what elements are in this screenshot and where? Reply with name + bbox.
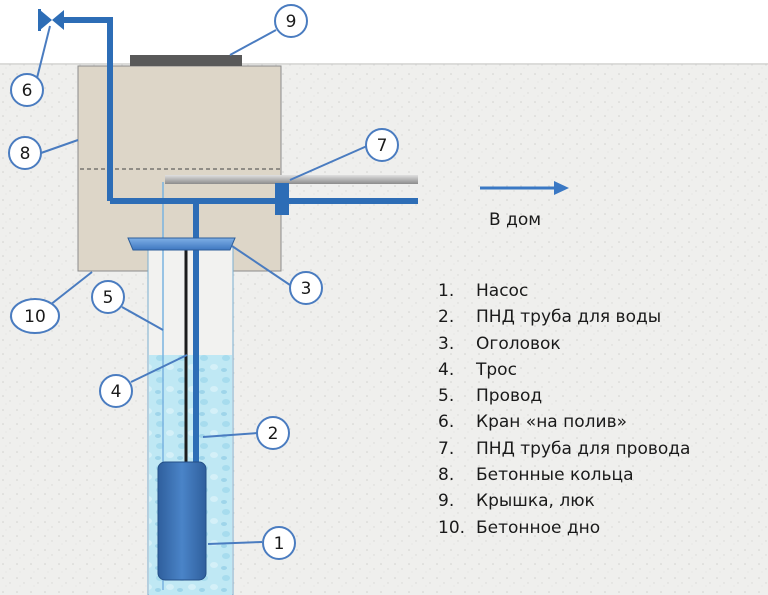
svg-text:4: 4: [111, 382, 122, 402]
svg-text:1: 1: [274, 534, 285, 554]
callout-1: 1: [262, 526, 296, 560]
legend-item: 2. ПНД труба для воды: [438, 304, 690, 330]
svg-text:3: 3: [301, 279, 312, 299]
legend-item: 7. ПНД труба для провода: [438, 436, 690, 462]
svg-text:8: 8: [20, 144, 31, 164]
legend-item: 9. Крышка, люк: [438, 488, 690, 514]
legend-text: Трос: [476, 359, 517, 380]
callout-10: 10: [10, 298, 60, 334]
callout-9: 9: [274, 4, 308, 38]
legend-text: ПНД труба для воды: [476, 307, 662, 328]
legend-number: 10.: [438, 517, 466, 538]
pipe-clamp: [275, 183, 289, 215]
callout-leaders: [36, 25, 368, 545]
to-house-arrow-icon: [480, 181, 569, 195]
legend-item: 8. Бетонные кольца: [438, 462, 690, 488]
legend-number: 7.: [438, 438, 455, 459]
well-head: [127, 237, 236, 251]
svg-text:10: 10: [24, 307, 46, 327]
legend-item: 6. Кран «на полив»: [438, 409, 690, 435]
legend-text: Провод: [476, 386, 543, 407]
legend-number: 1.: [438, 281, 455, 301]
legend-item: 4. Трос: [438, 357, 690, 383]
legend-item: 3. Оголовок: [438, 331, 690, 357]
callout-8: 8: [8, 136, 42, 170]
legend-item: 5. Провод: [438, 383, 690, 409]
to-house-label: В дом: [489, 210, 542, 230]
legend-number: 5.: [438, 386, 455, 407]
callout-6: 6: [10, 73, 44, 107]
callout-7: 7: [365, 128, 399, 162]
legend-text: Насос: [476, 281, 529, 301]
legend-text: Бетонное дно: [476, 517, 601, 538]
sky: [0, 0, 768, 65]
tap-pipe: [58, 17, 113, 201]
legend-number: 6.: [438, 412, 455, 433]
tap-valve-icon: [38, 9, 64, 31]
legend-item: 1. Насос: [438, 278, 690, 304]
svg-text:6: 6: [22, 81, 33, 101]
svg-text:5: 5: [103, 288, 114, 308]
callout-2: 2: [256, 416, 290, 450]
legend-item: 10. Бетонное дно: [438, 515, 690, 541]
svg-text:9: 9: [286, 12, 297, 32]
legend-number: 8.: [438, 465, 455, 486]
pump: [157, 461, 207, 581]
legend-text: ПНД труба для провода: [476, 438, 691, 459]
legend: 1.Насос 2.ПНД труба для воды 3.Оголовок …: [438, 278, 690, 541]
legend-number: 3.: [438, 333, 455, 354]
callout-3: 3: [289, 271, 323, 305]
legend-text: Кран «на полив»: [476, 412, 627, 433]
legend-text: Крышка, люк: [476, 491, 595, 512]
legend-text: Бетонные кольца: [476, 465, 634, 486]
callout-4: 4: [99, 374, 133, 408]
callout-5: 5: [91, 280, 125, 314]
svg-text:7: 7: [377, 136, 388, 156]
svg-text:2: 2: [268, 424, 279, 444]
legend-text: Оголовок: [476, 333, 561, 354]
legend-number: 2.: [438, 307, 455, 328]
legend-number: 4.: [438, 359, 455, 380]
legend-number: 9.: [438, 491, 455, 512]
lid: [130, 55, 242, 66]
